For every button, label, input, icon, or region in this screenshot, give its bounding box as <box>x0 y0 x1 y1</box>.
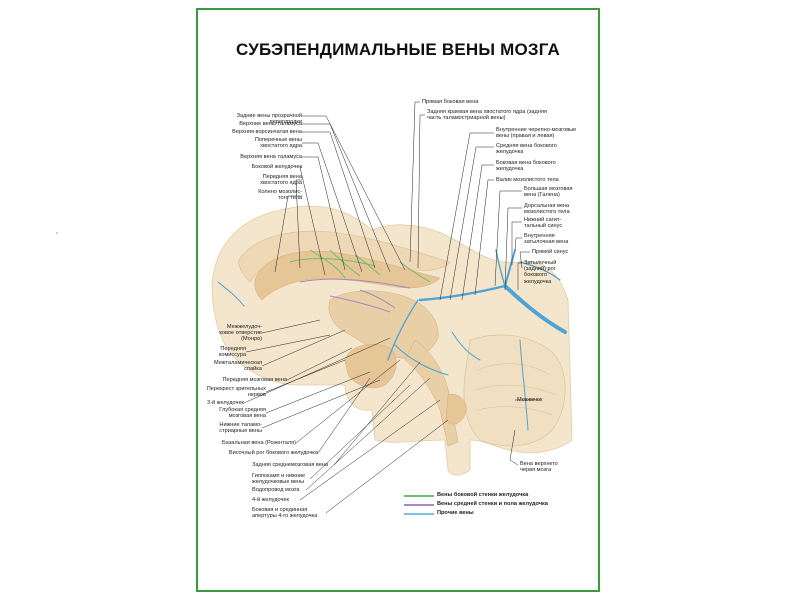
label-genu-corpus-callosum: Колено мозолис- того тела <box>258 189 302 202</box>
cerebellum-shape <box>463 334 566 447</box>
label-cerebral-aqueduct: Водопровод мозга <box>252 487 300 493</box>
legend-swatch-other <box>404 513 434 515</box>
label-posterior-caudate-vein: Задняя краевая вена хвостатого ядра (зад… <box>427 109 547 122</box>
label-hippocampus-veins: Гиппокамп и нижние желудочковые вены <box>252 473 306 486</box>
page-mark <box>56 232 58 234</box>
label-posterior-mesencephalic-vein: Задняя среднемозговая вена <box>252 462 329 468</box>
label-anterior-commissure: Передняя комиссура <box>218 346 246 359</box>
label-third-ventricle: 3-й желудочек <box>207 400 244 406</box>
legend-swatch-lateral <box>404 495 434 497</box>
fourth-ventricle <box>445 394 467 425</box>
label-cerebellum: Мозжечок <box>517 397 543 403</box>
label-straight-sinus: Прямой синус <box>532 249 569 255</box>
legend-swatch-medial <box>404 504 434 506</box>
label-occipital-horn: Затылочный (задний) рог бокового желудоч… <box>524 260 557 285</box>
label-deep-middle-cerebral-vein: Глубокая средняя мозговая вена <box>219 407 266 420</box>
legend-label-medial: Вены средней стенки и пола желудочка <box>437 501 548 507</box>
label-superior-thalamic-veins: Верхние вены таламуса <box>239 121 302 127</box>
label-direct-lateral-vein: Прямая боковая вена <box>422 99 479 105</box>
label-internal-cerebral-veins: Внутренние черепно-мозговые вены (правая… <box>496 127 577 140</box>
label-dorsal-callosal-vein: Дорсальная вена мозолистого тела <box>524 203 570 216</box>
label-anterior-cerebral-vein: Передняя мозговая вена <box>222 377 287 383</box>
label-superior-vermian-vein: Вена верхнего червя мозга <box>520 461 558 474</box>
label-posterior-septal-veins: Задние вены прозрачной перегородки <box>236 113 302 126</box>
label-interthalamic-adhesion: Межталамическая спайка <box>213 360 262 373</box>
label-optic-chiasm: Перекрест зрительных нервов <box>206 386 266 399</box>
label-lateral-ventricle: Боковой желудочек <box>251 164 302 170</box>
label-fourth-ventricle: 4-й желудочек <box>252 497 289 503</box>
brainstem <box>404 339 459 447</box>
label-superior-thalamic-vein: Верхняя вена таламуса <box>240 154 302 160</box>
poster-title: СУБЭПЕНДИМАЛЬНЫЕ ВЕНЫ МОЗГА <box>236 40 560 59</box>
label-superior-choroid-vein: Верхняя ворсинчатая вена <box>232 129 302 135</box>
label-splenium: Валик мозолистого тела <box>496 177 559 183</box>
lateral-wall-veins <box>289 249 431 283</box>
label-basal-vein-rosenthal: Базальная вена (Розенталя) <box>222 440 296 446</box>
label-inferior-thalamostriate-veins: Нижние таламо- стриарные вены <box>219 422 262 435</box>
deep-veins <box>217 249 567 431</box>
cerebellum-folia <box>475 363 557 416</box>
label-anterior-caudate-vein: Передняя вена хвостатого ядра <box>260 174 302 187</box>
medial-wall-veins <box>299 278 411 313</box>
lateral-ventricle <box>254 250 441 301</box>
label-temporal-horn: Височный рог бокового желудочка <box>228 450 318 456</box>
label-fourth-ventricle-apertures: Боковая и срединная апертуры 4-го желудо… <box>252 507 318 520</box>
label-lateral-ventricle-vein: Боковая вена бокового желудочка <box>496 160 556 173</box>
label-medial-ventricle-vein: Средняя вена бокового желудочка <box>496 143 557 156</box>
legend-label-lateral: Вены боковой стенки желудочка <box>437 492 529 498</box>
label-inferior-sagittal-sinus: Нижний сагит- тальный синус <box>524 217 563 230</box>
label-internal-occipital-vein: Внутренняя затылочная вена <box>524 233 569 246</box>
label-great-vein-galen: Большая мозговая вена (Галена) <box>524 186 573 199</box>
legend-label-other: Прочие вены <box>437 510 474 516</box>
label-transverse-caudate-veins: Поперечные вены хвостатого ядра <box>254 137 302 150</box>
label-foramen-monro: Межжелудоч- ковое отверстие (Монро) <box>219 324 262 343</box>
